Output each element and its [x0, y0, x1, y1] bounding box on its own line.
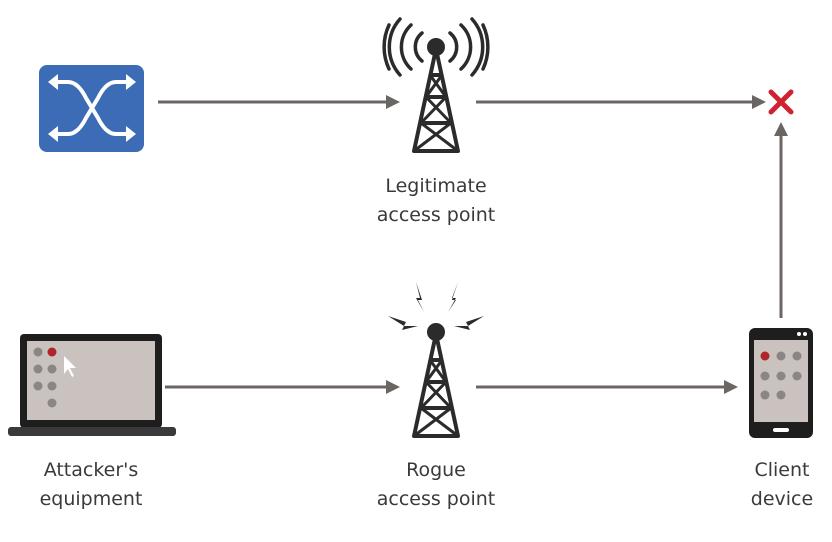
- lightning-bolts-icon: [388, 282, 484, 330]
- laptop-icon: [8, 334, 176, 436]
- arrow-attacker-to-rogue-ap: [165, 380, 400, 394]
- red-x-icon: [768, 89, 794, 115]
- network-switch-icon: [39, 65, 144, 152]
- rogue-ap-label: Rogue access point: [356, 456, 516, 514]
- client-label-line1: Client: [754, 459, 810, 481]
- legitimate-ap-label-line1: Legitimate: [385, 175, 487, 197]
- rogue-radio-tower-icon: [388, 282, 484, 438]
- legitimate-ap-label-line2: access point: [376, 204, 496, 226]
- attacker-label: Attacker's equipment: [11, 456, 171, 514]
- legitimate-ap-label: Legitimate access point: [356, 172, 516, 230]
- radio-tower-icon: [382, 17, 490, 153]
- arrow-legitimate-ap-to-blocked: [476, 95, 766, 109]
- attacker-label-line2: equipment: [39, 488, 143, 510]
- client-label: Client device: [736, 456, 828, 514]
- client-label-line2: device: [750, 488, 814, 510]
- arrow-rogue-ap-to-client: [476, 380, 738, 394]
- smartphone-icon: [749, 328, 813, 438]
- rogue-ap-label-line2: access point: [376, 488, 496, 510]
- attacker-label-line1: Attacker's: [43, 459, 139, 481]
- arrow-switch-to-legitimate-ap: [158, 95, 400, 109]
- rogue-ap-label-line1: Rogue: [406, 459, 466, 481]
- arrow-client-to-blocked: [774, 122, 788, 318]
